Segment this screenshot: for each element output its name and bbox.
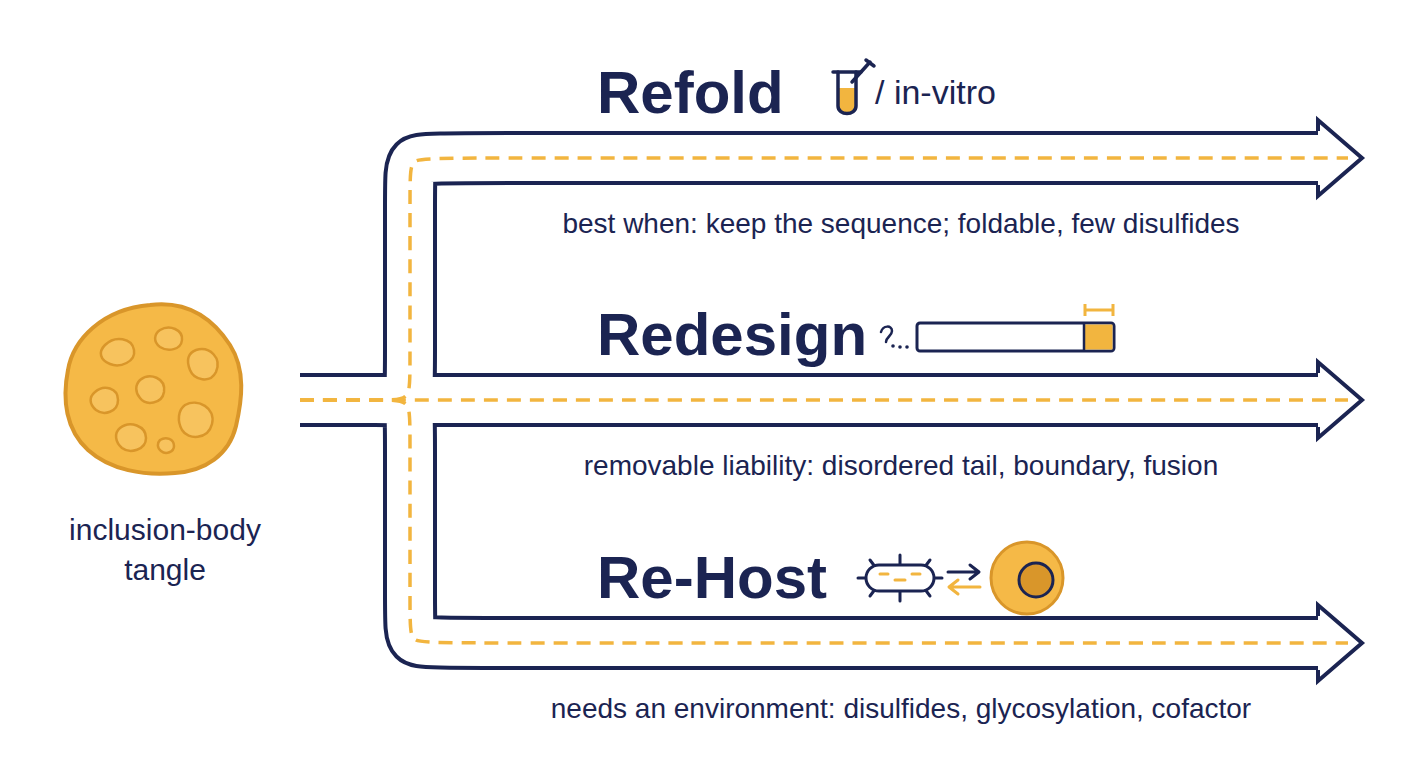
cell-nucleus: [1019, 563, 1053, 597]
route-description: needs an environment: disulfides, glycos…: [440, 692, 1362, 726]
bacterium-marks: [880, 574, 920, 580]
blob-spot: [188, 349, 218, 379]
route-heading: Re-Host: [597, 548, 897, 608]
pipette-tip: [866, 60, 874, 66]
track-centerline: [300, 398, 1348, 402]
route-arrow: [300, 362, 1362, 438]
dot: [898, 345, 902, 349]
dot: [891, 344, 895, 348]
route-subheading: / in-vitro: [875, 72, 1135, 112]
construct-bar-icon: [881, 304, 1114, 351]
blob-outline: [65, 304, 241, 473]
track-fill: [300, 400, 1318, 643]
blob-spot: [158, 438, 174, 453]
bacterium-pili: [858, 555, 942, 601]
blob-spot: [91, 388, 118, 413]
inclusion-body-blob: [65, 304, 241, 473]
bacterium-body: [866, 565, 934, 591]
route-description: best when: keep the sequence; foldable, …: [440, 207, 1362, 241]
route-heading: Redesign: [597, 305, 917, 365]
blob-spot: [116, 424, 146, 450]
track-outline: [300, 158, 1318, 400]
blob-spot: [136, 376, 164, 402]
bacterium-icon: [858, 555, 942, 601]
pipette: [852, 62, 870, 82]
blob-label: inclusion-body tangle: [50, 510, 280, 590]
track-centerline: [300, 158, 1348, 400]
source-blob-node: inclusion-body tangle: [30, 300, 300, 590]
dot: [905, 345, 909, 349]
swap-arrow-left: [949, 580, 980, 594]
track-centerline: [300, 400, 1348, 643]
track-fill: [300, 158, 1318, 400]
blob-spot: [101, 339, 134, 365]
blob-spots: [91, 328, 218, 453]
segment-divider: [1083, 323, 1086, 351]
track-outline: [300, 400, 1318, 643]
track-centers: [300, 120, 1362, 681]
eukaryotic-cell: [991, 542, 1063, 614]
swap-arrow-right: [948, 565, 979, 579]
route-arrow: [300, 400, 1362, 681]
blob-spot: [179, 403, 213, 437]
host-swap-icon: [858, 542, 1063, 614]
tube-rim: [833, 70, 861, 74]
route-arrow: [300, 120, 1362, 400]
route-band: Re-Host needs an environment: disulfides,…: [420, 548, 1362, 738]
blob-spot: [155, 328, 182, 350]
route-band: Redesign removable liability: disordered …: [420, 305, 1362, 495]
question-squiggle: [881, 327, 892, 342]
sequence-bar: [917, 323, 1114, 351]
route-description: removable liability: disordered tail, bo…: [440, 449, 1362, 483]
trim-bracket: [1085, 304, 1113, 316]
route-heading: Refold: [597, 63, 857, 123]
route-band: Refold / in-vitro best when: keep the sequ…: [420, 63, 1362, 253]
test-tube-icon: [833, 60, 874, 114]
removed-segment: [1084, 325, 1113, 350]
